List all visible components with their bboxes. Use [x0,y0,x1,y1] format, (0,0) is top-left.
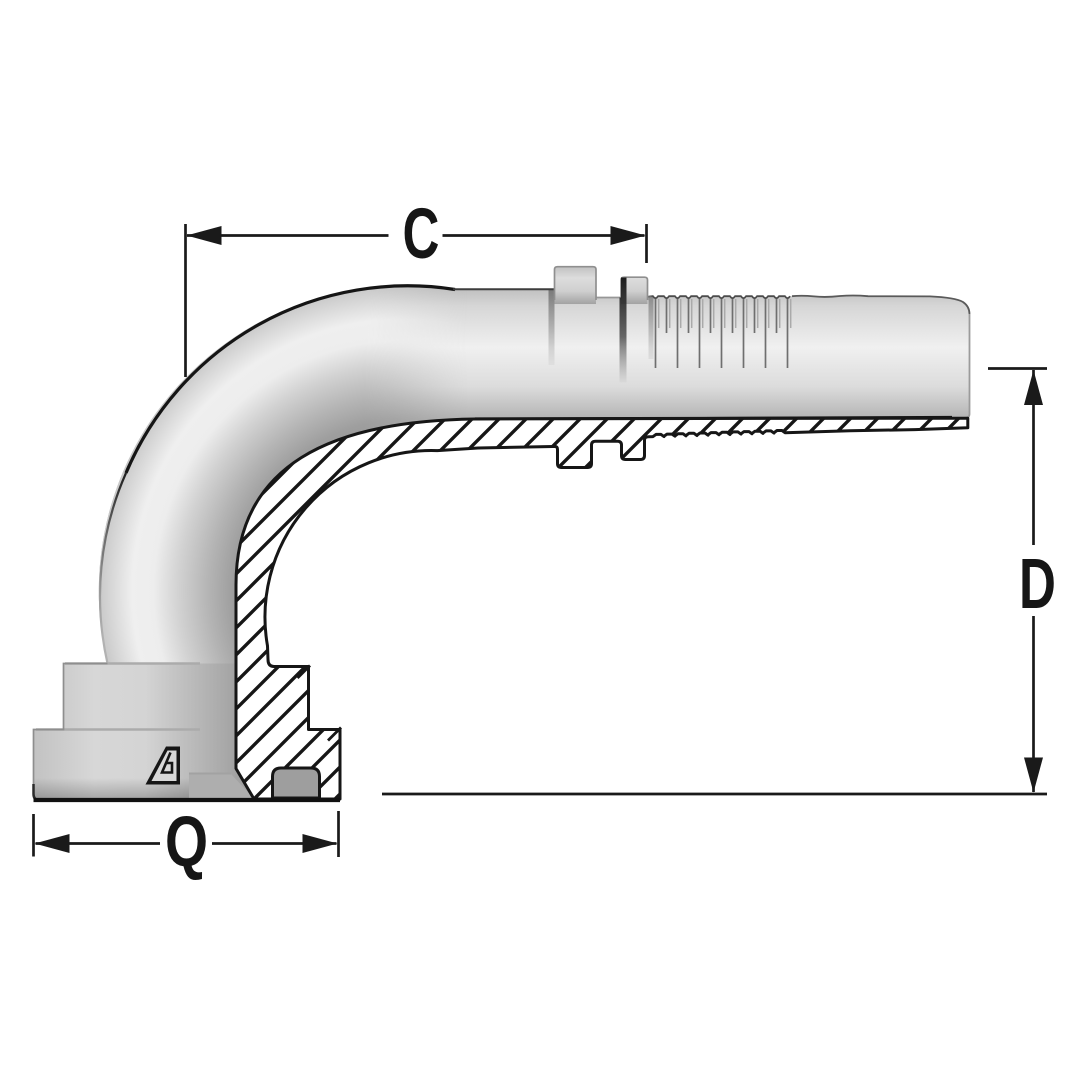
svg-text:Q: Q [165,802,208,881]
svg-text:D: D [1019,545,1056,624]
svg-text:C: C [403,195,440,274]
